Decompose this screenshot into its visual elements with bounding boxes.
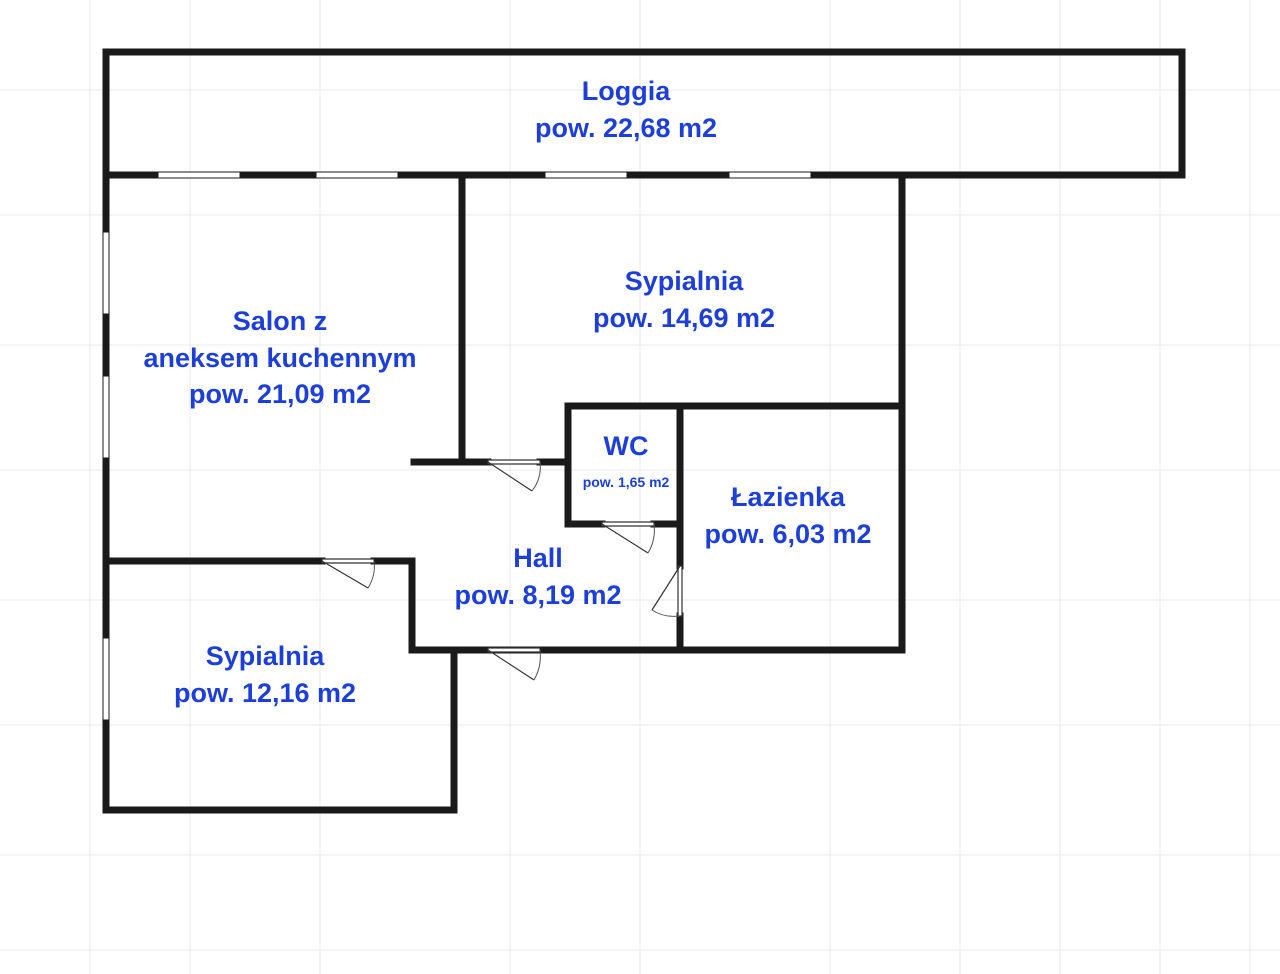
sypialnia-top-area: pow. 14,69 m2 (593, 303, 775, 333)
hall-name: Hall (513, 543, 563, 573)
salon-name-line1: Salon z (233, 306, 328, 336)
window (102, 231, 110, 315)
room-labels: Loggia pow. 22,68 m2 Salon z aneksem kuc… (143, 76, 871, 708)
sypialnia-top-name: Sypialnia (625, 266, 745, 296)
loggia-wall (102, 48, 1186, 179)
hall-area: pow. 8,19 m2 (454, 580, 621, 610)
loggia-area: pow. 22,68 m2 (535, 113, 717, 143)
window (315, 171, 399, 179)
wc-area: pow. 1,65 m2 (583, 474, 670, 490)
door-wc (601, 521, 655, 554)
door-salon (487, 459, 541, 492)
window (728, 171, 812, 179)
window (544, 171, 628, 179)
sypialnia-bottom-area: pow. 12,16 m2 (174, 678, 356, 708)
wc-name: WC (604, 431, 649, 461)
lazienka-name: Łazienka (731, 482, 846, 512)
window (102, 375, 110, 459)
door-sypialnia-bottom (321, 558, 375, 589)
doors (321, 459, 683, 681)
door-lazienka (651, 565, 683, 617)
windows (102, 171, 812, 721)
wall-wc (564, 402, 684, 528)
door-entrance (487, 647, 541, 681)
window (157, 171, 241, 179)
salon-name-line2: aneksem kuchennym (143, 343, 416, 373)
wall-hall-sypialnia (370, 557, 492, 654)
loggia-name: Loggia (582, 76, 671, 106)
lazienka-area: pow. 6,03 m2 (704, 519, 871, 549)
salon-area: pow. 21,09 m2 (189, 379, 371, 409)
window (102, 637, 110, 721)
sypialnia-bottom-name: Sypialnia (206, 641, 326, 671)
